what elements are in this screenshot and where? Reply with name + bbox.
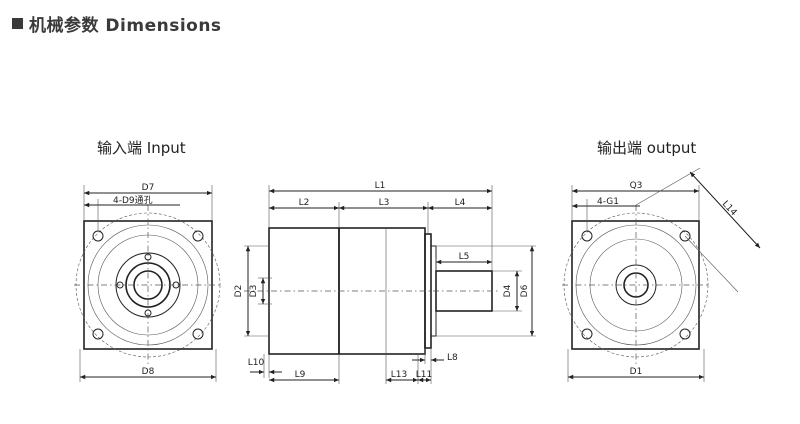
dim-d6: D6 [520, 284, 530, 297]
input-hole-bl [92, 328, 104, 340]
dim-d9-holes: 4-D9通孔 [113, 195, 153, 206]
side-view: L1 L2 L3 L4 L5 D2 D3 D4 D6 [234, 181, 536, 384]
section-title-text: 机械参数 Dimensions [29, 16, 222, 36]
dim-l2: L2 [299, 198, 310, 208]
dim-l13: L13 [391, 370, 407, 380]
side-output-flange [424, 233, 432, 349]
output-hole-tl [581, 230, 593, 242]
dim-l3: L3 [379, 198, 390, 208]
input-hole-br [192, 328, 204, 340]
output-hole-bl [581, 328, 593, 340]
section-title: 机械参数 Dimensions [12, 11, 222, 36]
dim-l9: L9 [295, 370, 306, 380]
output-view-label: 输出端 output [597, 139, 697, 157]
title-square-icon [12, 18, 23, 29]
input-hole-tl [92, 230, 104, 242]
dim-d3: D3 [249, 285, 259, 298]
dim-q3: Q3 [630, 181, 643, 191]
dim-d1: D1 [630, 367, 643, 377]
dim-d2: D2 [234, 285, 244, 298]
dim-l4: L4 [455, 198, 466, 208]
input-hole-tr [192, 230, 204, 242]
dim-l11: L11 [416, 370, 432, 380]
dim-l5: L5 [459, 252, 470, 262]
dim-d8: D8 [142, 367, 155, 377]
dim-d7: D7 [142, 183, 155, 193]
output-hole-br [679, 328, 691, 340]
dim-l8: L8 [447, 353, 458, 363]
dim-g1-holes: 4-G1 [597, 197, 619, 207]
output-end-view: Q3 4-G1 L14 D1 [562, 167, 761, 382]
dim-l14: L14 [720, 199, 739, 218]
input-view-label: 输入端 Input [97, 139, 186, 157]
dim-l1: L1 [375, 181, 386, 191]
dim-l10: L10 [248, 358, 265, 368]
dim-d4: D4 [503, 284, 513, 297]
input-end-view: D7 4-D9通孔 D8 [74, 183, 222, 382]
